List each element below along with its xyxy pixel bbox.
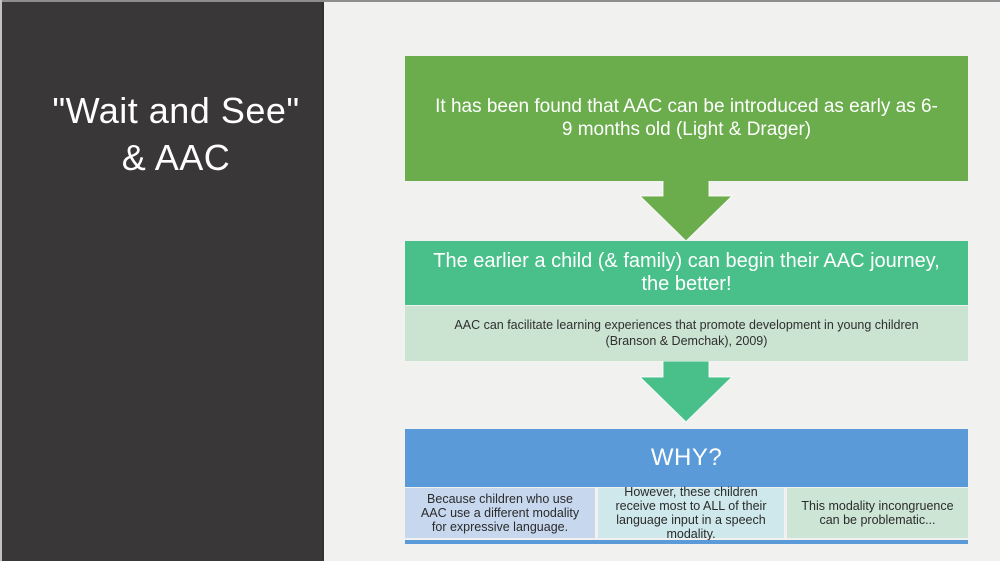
- flowchart-bottom-accent-bar: [405, 540, 968, 544]
- slide-title-line-1: "Wait and See": [52, 90, 300, 131]
- flowchart-box-earlier-header-text: The earlier a child (& family) can begin…: [433, 250, 940, 295]
- slide-title-line-2: & AAC: [121, 136, 231, 178]
- flowchart-why-column-3-text: This modality incongruence can be proble…: [801, 499, 954, 527]
- slide-title: "Wait and See" & AAC: [30, 88, 322, 182]
- flowchart-box-why-header: WHY?: [405, 429, 968, 487]
- flowchart-box-intro-text: It has been found that AAC can be introd…: [435, 96, 938, 140]
- flowchart-box-why-header-text: WHY?: [650, 444, 723, 471]
- flowchart-why-column-1-text: Because children who use AAC use a diffe…: [420, 492, 580, 534]
- flowchart-box-intro: It has been found that AAC can be introd…: [405, 56, 968, 181]
- flowchart-box-earlier-header: The earlier a child (& family) can begin…: [405, 241, 968, 305]
- slide-sidebar-panel: "Wait and See" & AAC: [2, 2, 324, 561]
- flowchart-why-column-2: However, these children receive most to …: [598, 485, 784, 541]
- flowchart-why-column-1: Because children who use AAC use a diffe…: [405, 488, 595, 538]
- down-arrow-icon: [639, 180, 733, 241]
- flowchart-box-earlier-subtext: AAC can facilitate learning experiences …: [405, 306, 968, 361]
- flowchart-box-earlier-subtext-text: AAC can facilitate learning experiences …: [454, 317, 919, 348]
- window-left-edge: [0, 0, 2, 561]
- down-arrow-shape: [639, 180, 733, 241]
- down-arrow-icon: [639, 361, 733, 422]
- down-arrow-shape: [639, 361, 733, 422]
- window-top-edge: [0, 0, 1000, 2]
- flowchart-why-column-2-text: However, these children receive most to …: [615, 485, 767, 541]
- flowchart-why-column-3: This modality incongruence can be proble…: [787, 488, 968, 538]
